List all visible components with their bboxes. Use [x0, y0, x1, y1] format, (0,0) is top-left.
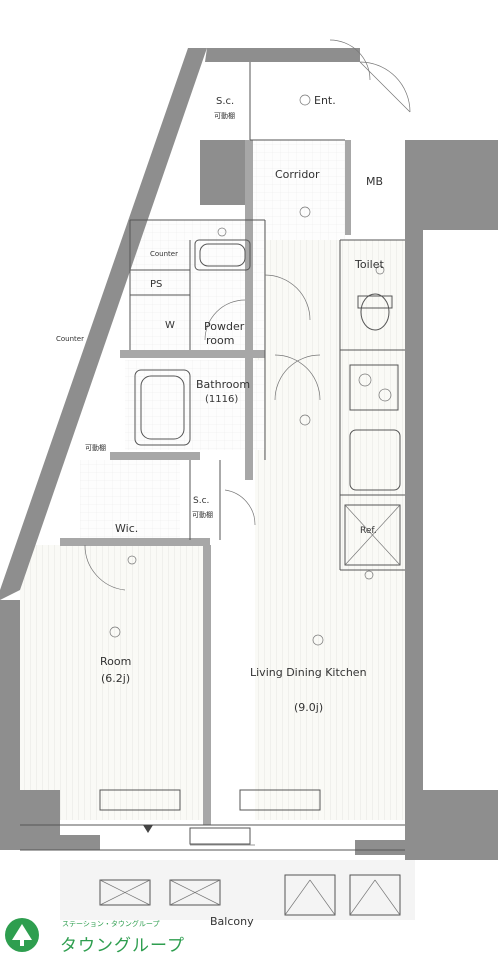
label-toilet: Toilet [354, 258, 384, 271]
label-room-size: (6.2j) [101, 672, 130, 685]
label-ent: Ent. [314, 94, 336, 107]
label-sc-mid: S.c. [193, 496, 209, 506]
label-w: W [165, 320, 175, 331]
label-mb: MB [366, 175, 383, 188]
label-ldk: Living Dining Kitchen [250, 666, 367, 679]
label-wic: Wic. [115, 522, 138, 535]
label-balcony: Balcony [210, 915, 254, 928]
ceiling-lights [109, 94, 385, 646]
walls [0, 48, 498, 860]
interior-lines [20, 62, 405, 851]
label-powder: Powder [204, 320, 245, 333]
label-sc-top: S.c. [216, 96, 234, 107]
floor-areas [20, 140, 415, 920]
label-ref: Ref. [360, 526, 377, 536]
label-ldk-size: (9.0j) [294, 701, 323, 714]
label-bathroom: Bathroom [196, 378, 250, 391]
label-counter-top: Counter [150, 250, 178, 258]
fixtures [99, 239, 401, 916]
label-counter-left: Counter [56, 335, 84, 343]
label-sc-mid-sub: 可動棚 [192, 510, 213, 519]
label-powder-room: room [206, 334, 234, 347]
label-ps: PS [150, 279, 162, 290]
logo-name: タウングループ [60, 936, 185, 956]
label-shelf-left: 可動棚 [85, 443, 106, 452]
logo-subtitle: ステーション・タウングループ [62, 920, 160, 928]
doors [84, 39, 411, 591]
label-room: Room [100, 655, 131, 668]
label-corridor: Corridor [275, 168, 320, 181]
label-bathroom-size: (1116) [205, 394, 238, 405]
logo-mark-icon [5, 918, 39, 952]
label-sc-top-sub: 可動棚 [214, 111, 235, 120]
room-labels: S.c. 可動棚 Ent. Corridor MB Counter Toilet… [56, 94, 384, 928]
